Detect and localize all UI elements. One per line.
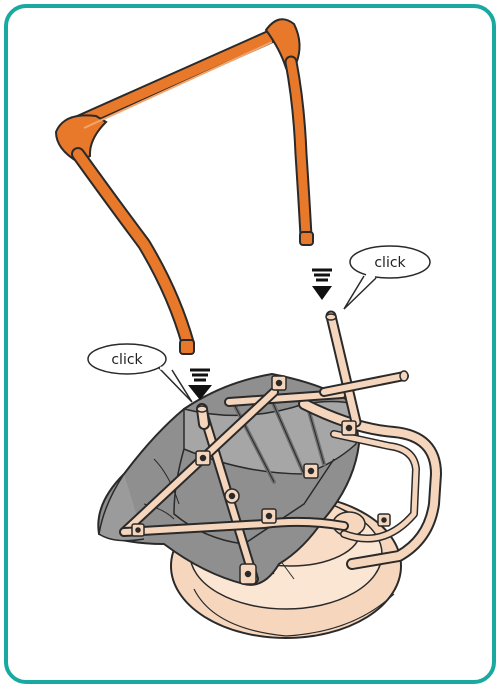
assembly-illustration: click click — [8, 8, 492, 680]
orange-u-frame — [56, 19, 313, 354]
click-callout-right: click — [344, 246, 430, 309]
click-label-left: click — [111, 352, 143, 368]
instruction-frame: click click — [4, 4, 496, 684]
down-arrow-right — [312, 270, 332, 300]
click-label-right: click — [374, 255, 406, 271]
click-callout-left: click — [88, 344, 192, 402]
